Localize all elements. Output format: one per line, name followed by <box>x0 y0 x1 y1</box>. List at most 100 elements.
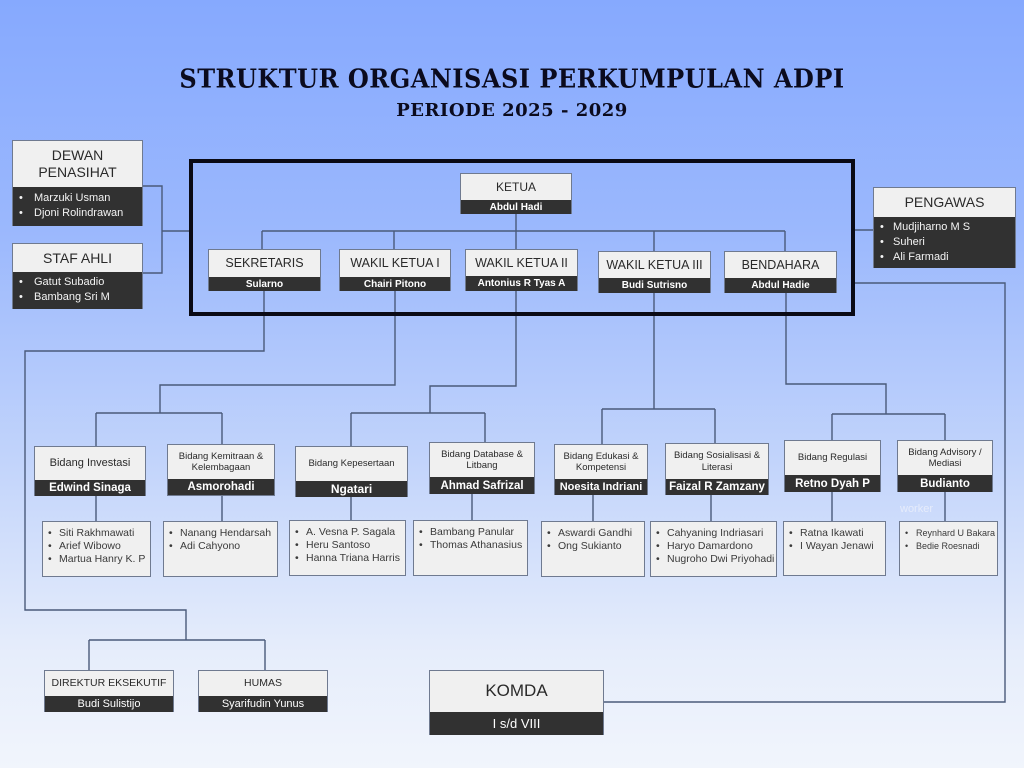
bidang-title: Bidang Regulasi <box>785 441 880 475</box>
member-item: Suheri <box>874 235 1015 250</box>
bidang-head: Noesita Indriani <box>555 479 647 495</box>
direktur-eksekutif-title: DIREKTUR EKSEKUTIF <box>45 671 173 696</box>
member-item: I Wayan Jenawi <box>784 540 885 553</box>
member-item: Reynhard U Bakara <box>900 527 997 540</box>
bidang-head: Faizal R Zamzany <box>666 479 768 495</box>
bidang-head: Ngatari <box>296 481 407 497</box>
staf-ahli-box: STAF AHLI Gatut Subadio Bambang Sri M <box>12 243 143 309</box>
bidang-database-box: Bidang Database & Litbang Ahmad Safrizal <box>429 442 535 494</box>
dewan-penasihat-title: DEWAN PENASIHAT <box>13 141 142 187</box>
bidang-title: Bidang Kemitraan & Kelembagaan <box>168 445 274 479</box>
pengawas-members: Mudjiharno M S Suheri Ali Farmadi <box>874 217 1015 268</box>
bidang-head: Budianto <box>898 475 992 492</box>
member-item: Bambang Panular <box>414 526 527 539</box>
board-frame <box>189 159 855 316</box>
wakil1-to-bidang <box>95 291 396 446</box>
komda-box: KOMDA I s/d VIII <box>429 670 604 735</box>
member-item: Djoni Rolindrawan <box>13 206 142 221</box>
bidang-edukasi-box: Bidang Edukasi & Kompetensi Noesita Indr… <box>554 444 648 495</box>
member-item: Cahyaning Indriasari <box>651 527 776 540</box>
humas-box: HUMAS Syarifudin Yunus <box>198 670 328 712</box>
wakil-ketua-3-title: WAKIL KETUA III <box>599 252 710 278</box>
bidang-database-members: Bambang Panular Thomas Athanasius <box>413 520 528 576</box>
wakil2-to-bidang <box>350 291 517 446</box>
wakil-ketua-3-box: WAKIL KETUA III Budi Sutrisno <box>598 251 711 293</box>
bidang-kemitraan-box: Bidang Kemitraan & Kelembagaan Asmorohad… <box>167 444 275 496</box>
member-item: Bambang Sri M <box>13 290 142 305</box>
member-item: Ratna Ikawati <box>784 527 885 540</box>
staf-ahli-title: STAF AHLI <box>13 244 142 272</box>
wakil-ketua-2-title: WAKIL KETUA II <box>466 250 577 276</box>
member-item: Aswardi Gandhi <box>542 527 644 540</box>
bidang-advisory-members: Reynhard U Bakara Bedie Roesnadi <box>899 521 998 576</box>
member-item: Mudjiharno M S <box>874 220 1015 235</box>
member-item: Haryo Damardono <box>651 540 776 553</box>
bidang-head: Edwind Sinaga <box>35 480 145 496</box>
bidang-regulasi-box: Bidang Regulasi Retno Dyah P <box>784 440 881 492</box>
advisory-connector <box>143 185 189 274</box>
member-item: Siti Rakhmawati <box>43 527 150 540</box>
bendahara-to-bidang <box>785 293 946 440</box>
member-item: Arief Wibowo <box>43 540 150 553</box>
page-title: STRUKTUR ORGANISASI PERKUMPULAN ADPI <box>179 62 845 95</box>
sekretaris-name: Sularno <box>209 277 320 291</box>
bidang-regulasi-members: Ratna Ikawati I Wayan Jenawi <box>783 521 886 576</box>
member-item: Ong Sukianto <box>542 540 644 553</box>
bidang-title: Bidang Sosialisasi & Literasi <box>666 444 768 479</box>
ketua-box: KETUA Abdul Hadi <box>460 173 572 214</box>
dewan-penasihat-box: DEWAN PENASIHAT Marzuki Usman Djoni Roli… <box>12 140 143 226</box>
member-item: Thomas Athanasius <box>414 539 527 552</box>
wakil-ketua-2-name: Antonius R Tyas A <box>466 276 577 291</box>
bidang-title: Bidang Database & Litbang <box>430 443 534 477</box>
sekretaris-to-executive <box>24 291 266 670</box>
bidang-title: Bidang Investasi <box>35 447 145 480</box>
humas-name: Syarifudin Yunus <box>199 696 327 712</box>
member-item: Adi Cahyono <box>164 540 277 553</box>
member-item: Gatut Subadio <box>13 275 142 290</box>
bidang-to-members <box>95 492 946 521</box>
bidang-kemitraan-members: Nanang Hendarsah Adi Cahyono <box>163 521 278 577</box>
staf-ahli-members: Gatut Subadio Bambang Sri M <box>13 272 142 309</box>
member-item: Marzuki Usman <box>13 191 142 206</box>
bidang-head: Ahmad Safrizal <box>430 477 534 494</box>
komda-name: I s/d VIII <box>430 712 603 735</box>
bidang-edukasi-members: Aswardi Gandhi Ong Sukianto <box>541 521 645 577</box>
dewan-penasihat-members: Marzuki Usman Djoni Rolindrawan <box>13 187 142 226</box>
bidang-investasi-box: Bidang Investasi Edwind Sinaga <box>34 446 146 496</box>
bidang-head: Retno Dyah P <box>785 475 880 492</box>
ketua-title: KETUA <box>461 174 571 200</box>
member-item: Nugroho Dwi Priyohadi <box>651 553 776 566</box>
member-item: Martua Hanry K. P <box>43 553 150 566</box>
page-subtitle: PERIODE 2025 - 2029 <box>396 100 628 121</box>
bidang-title: Bidang Advisory / Mediasi <box>898 441 992 475</box>
komda-title: KOMDA <box>430 671 603 712</box>
bendahara-title: BENDAHARA <box>725 252 836 278</box>
bidang-sosialisasi-box: Bidang Sosialisasi & Literasi Faizal R Z… <box>665 443 769 495</box>
wakil-ketua-1-title: WAKIL KETUA I <box>340 250 450 277</box>
direktur-eksekutif-box: DIREKTUR EKSEKUTIF Budi Sulistijo <box>44 670 174 712</box>
direktur-eksekutif-name: Budi Sulistijo <box>45 696 173 712</box>
pengawas-title: PENGAWAS <box>874 188 1015 217</box>
member-item: A. Vesna P. Sagala <box>290 526 405 539</box>
member-item: Heru Santoso <box>290 539 405 552</box>
member-item: Bedie Roesnadi <box>900 540 997 553</box>
member-item: Nanang Hendarsah <box>164 527 277 540</box>
member-item: Ali Farmadi <box>874 250 1015 265</box>
bidang-sosialisasi-members: Cahyaning Indriasari Haryo Damardono Nug… <box>650 521 777 577</box>
bidang-title: Bidang Edukasi & Kompetensi <box>555 445 647 479</box>
sekretaris-box: SEKRETARIS Sularno <box>208 249 321 291</box>
ketua-name: Abdul Hadi <box>461 200 571 214</box>
wakil-ketua-3-name: Budi Sutrisno <box>599 278 710 293</box>
sekretaris-title: SEKRETARIS <box>209 250 320 277</box>
bidang-investasi-members: Siti Rakhmawati Arief Wibowo Martua Hanr… <box>42 521 151 577</box>
bidang-kepesertaan-box: Bidang Kepesertaan Ngatari <box>295 446 408 497</box>
humas-title: HUMAS <box>199 671 327 696</box>
komda-connector <box>604 282 1006 703</box>
bidang-advisory-box: Bidang Advisory / Mediasi Budianto <box>897 440 993 492</box>
bidang-title: Bidang Kepesertaan <box>296 447 407 481</box>
bendahara-name: Abdul Hadie <box>725 278 836 293</box>
wakil3-to-bidang <box>601 293 716 444</box>
wakil-ketua-1-box: WAKIL KETUA I Chairi Pitono <box>339 249 451 291</box>
wakil-ketua-2-box: WAKIL KETUA II Antonius R Tyas A <box>465 249 578 291</box>
